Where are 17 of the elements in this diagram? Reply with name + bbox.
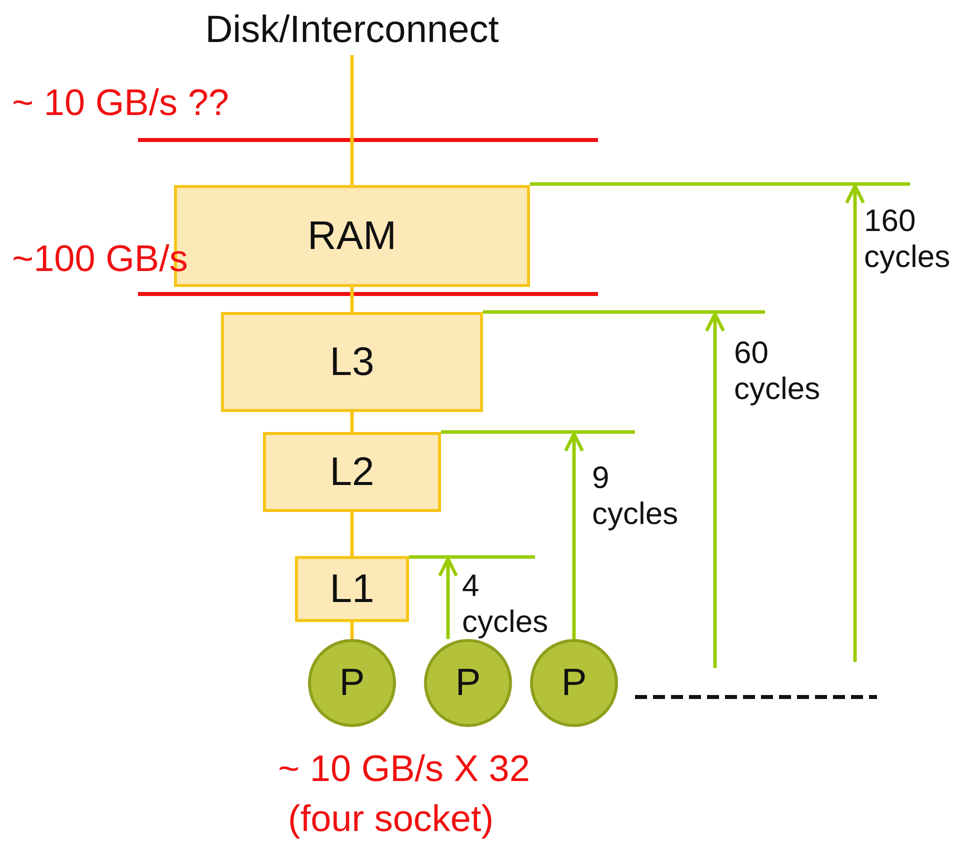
bandwidth-label: ~ 10 GB/s X 32 xyxy=(278,748,530,790)
processor-circle: P xyxy=(308,639,396,727)
connector-line xyxy=(350,512,354,556)
storage-label: Disk/Interconnect xyxy=(160,5,544,55)
latency-arrow xyxy=(438,557,458,639)
bandwidth-label: ~ 10 GB/s ?? xyxy=(12,82,229,124)
connector-line xyxy=(350,287,354,312)
connector-line xyxy=(350,55,354,185)
cache-box: L3 xyxy=(221,312,483,412)
processor-circle: P xyxy=(530,639,618,727)
cache-box: L2 xyxy=(263,432,441,512)
cache-box: L1 xyxy=(295,556,409,622)
connector-line xyxy=(350,622,354,639)
bandwidth-label: (four socket) xyxy=(288,798,494,840)
latency-arrow xyxy=(564,432,584,639)
processor-circle: P xyxy=(424,639,512,727)
connector-line xyxy=(350,412,354,432)
